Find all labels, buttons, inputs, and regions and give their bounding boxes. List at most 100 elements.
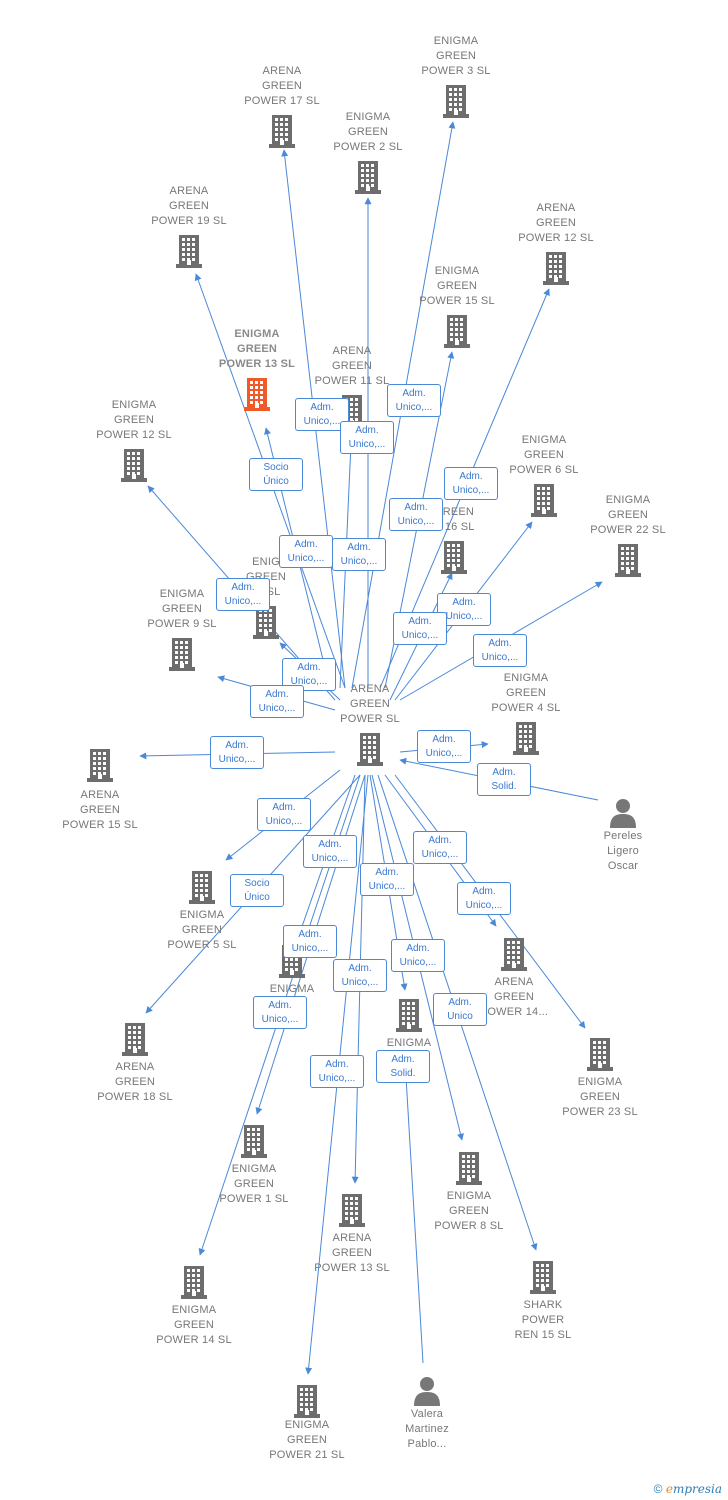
edge-role-label[interactable]: Adm. Unico,... — [257, 798, 311, 831]
node-center[interactable]: ARENA GREEN POWER SL — [305, 682, 435, 766]
node-valera[interactable]: Valera Martinez Pablo... — [362, 1376, 492, 1452]
node-agp12[interactable]: ARENA GREEN POWER 12 SL — [491, 201, 621, 285]
building-icon — [501, 938, 527, 971]
building-icon — [181, 1266, 207, 1299]
edge-role-label[interactable]: Adm. Unico,... — [253, 996, 307, 1029]
node-egp23[interactable]: ENIGMA GREEN POWER 23 SL — [535, 1037, 665, 1120]
edge-role-label[interactable]: Adm. Unico,... — [333, 959, 387, 992]
node-egp6[interactable]: ENIGMA GREEN POWER 6 SL — [479, 433, 609, 517]
node-egp4[interactable]: ENIGMA GREEN POWER 4 SL — [461, 671, 591, 755]
edge-role-label[interactable]: Adm. Unico,... — [210, 736, 264, 769]
node-egp9[interactable]: ENIGMA GREEN POWER 9 SL — [117, 587, 247, 671]
node-spr15[interactable]: SHARK POWER REN 15 SL — [478, 1260, 608, 1343]
edge-role-label[interactable]: Adm. Unico,... — [279, 535, 333, 568]
empresia-logo[interactable]: © empresia — [654, 1482, 722, 1496]
building-icon — [531, 484, 557, 517]
edge-role-label[interactable]: Adm. Unico,... — [250, 685, 304, 718]
node-egp13[interactable]: ENIGMA GREEN POWER 13 SL — [192, 327, 322, 411]
node-agp14[interactable]: ARENA GREEN POWER 14... — [449, 937, 579, 1020]
node-label: ENIGMA GREEN POWER 1 SL — [219, 1163, 289, 1205]
node-pereles[interactable]: Pereles Ligero Oscar — [558, 798, 688, 874]
node-agp18[interactable]: ARENA GREEN POWER 18 SL — [70, 1022, 200, 1105]
building-icon — [294, 1385, 320, 1418]
node-label: Valera Martinez Pablo... — [405, 1408, 449, 1450]
edge-role-label[interactable]: Adm. Unico,... — [295, 398, 349, 431]
edge-role-label[interactable]: Adm. Unico,... — [393, 612, 447, 645]
building-icon — [443, 85, 469, 118]
building-icon — [176, 235, 202, 268]
building-icon — [121, 449, 147, 482]
node-egp22[interactable]: ENIGMA GREEN POWER 22 SL — [563, 493, 693, 577]
node-egp15[interactable]: ENIGMA GREEN POWER 15 SL — [392, 264, 522, 348]
person-icon — [414, 1377, 440, 1406]
node-label: ENIGMA GREEN POWER 13 SL — [218, 328, 296, 370]
node-agp19[interactable]: ARENA GREEN POWER 19 SL — [124, 184, 254, 268]
edge-role-label[interactable]: Adm. Solid. — [376, 1050, 430, 1083]
node-egp21[interactable]: ENIGMA GREEN POWER 21 SL — [242, 1384, 372, 1463]
brand-name: mpresia — [672, 1482, 722, 1496]
edge-role-label[interactable]: Adm. Unico,... — [303, 835, 357, 868]
edge-role-label[interactable]: Socio Único — [249, 458, 303, 491]
building-icon — [241, 1125, 267, 1158]
edge-role-label[interactable]: Socio Único — [230, 874, 284, 907]
building-icon — [615, 544, 641, 577]
edge-role-label[interactable]: Adm. Unico,... — [444, 467, 498, 500]
node-egp1[interactable]: ENIGMA GREEN POWER 1 SL — [189, 1124, 319, 1207]
node-label: SHARK POWER REN 15 SL — [514, 1299, 572, 1341]
edge-role-label[interactable]: Adm. Unico,... — [216, 578, 270, 611]
node-label: ENIGMA GREEN POWER 2 SL — [333, 111, 403, 153]
building-icon — [530, 1261, 556, 1294]
edge-role-label[interactable]: Adm. Unico,... — [473, 634, 527, 667]
edge-role-label[interactable]: Adm. Unico,... — [413, 831, 467, 864]
node-label: ENIGMA GREEN POWER 15 SL — [419, 265, 495, 307]
edge-role-label[interactable]: Adm. Unico,... — [360, 863, 414, 896]
edge-role-label[interactable]: Adm. Unico,... — [283, 925, 337, 958]
building-icon — [189, 871, 215, 904]
building-icon — [396, 999, 422, 1032]
node-label: ARENA GREEN POWER SL — [340, 683, 400, 725]
brand-initial: e — [665, 1482, 673, 1496]
building-icon — [543, 252, 569, 285]
node-label: ARENA GREEN POWER 18 SL — [97, 1061, 173, 1103]
building-icon — [456, 1152, 482, 1185]
node-label: ENIGMA GREEN POWER 22 SL — [590, 494, 666, 536]
building-icon — [122, 1023, 148, 1056]
edge-role-label[interactable]: Adm. Unico — [433, 993, 487, 1026]
edge-role-label[interactable]: Adm. Unico,... — [332, 538, 386, 571]
node-label: ENIGMA GREEN POWER 12 SL — [96, 399, 172, 441]
node-agp15[interactable]: ARENA GREEN POWER 15 SL — [35, 748, 165, 833]
building-icon — [355, 161, 381, 194]
person-icon — [610, 799, 636, 828]
edge-role-label[interactable]: Adm. Unico,... — [391, 939, 445, 972]
node-label: ENIGMA GREEN POWER 14 SL — [156, 1304, 232, 1346]
building-icon — [87, 749, 113, 782]
node-egp14[interactable]: ENIGMA GREEN POWER 14 SL — [129, 1265, 259, 1348]
node-label: ARENA GREEN POWER 17 SL — [244, 65, 320, 107]
edge-role-label[interactable]: Adm. Solid. — [477, 763, 531, 796]
edge-role-label[interactable]: Adm. Unico,... — [389, 498, 443, 531]
node-label: ENIGMA GREEN POWER 6 SL — [509, 434, 579, 476]
node-label: ARENA GREEN POWER 12 SL — [518, 202, 594, 244]
edge-role-label[interactable]: Adm. Unico,... — [457, 882, 511, 915]
edge-role-label[interactable]: Adm. Unico,... — [340, 421, 394, 454]
node-label: Pereles Ligero Oscar — [603, 830, 643, 872]
building-icon — [513, 722, 539, 755]
building-icon — [587, 1038, 613, 1071]
node-egp5[interactable]: ENIGMA GREEN POWER 5 SL — [137, 870, 267, 953]
building-icon — [339, 1194, 365, 1227]
building-icon — [253, 606, 279, 639]
node-egp3[interactable]: ENIGMA GREEN POWER 3 SL — [391, 34, 521, 118]
node-egp12[interactable]: ENIGMA GREEN POWER 12 SL — [69, 398, 199, 482]
edge-role-label[interactable]: Adm. Unico,... — [387, 384, 441, 417]
node-egp2[interactable]: ENIGMA GREEN POWER 2 SL — [303, 110, 433, 194]
edge-role-label[interactable]: Adm. Unico,... — [310, 1055, 364, 1088]
node-label: ARENA GREEN POWER 13 SL — [314, 1232, 390, 1274]
node-egp8[interactable]: ENIGMA GREEN POWER 8 SL — [404, 1151, 534, 1234]
edge-role-label[interactable]: Adm. Unico,... — [417, 730, 471, 763]
node-label: ENIGMA GREEN POWER 5 SL — [167, 909, 237, 951]
node-agp13[interactable]: ARENA GREEN POWER 13 SL — [287, 1193, 417, 1276]
node-label: ARENA GREEN POWER 19 SL — [151, 185, 227, 227]
copyright-symbol: © — [653, 1482, 663, 1496]
node-agp17[interactable]: ARENA GREEN POWER 17 SL — [217, 64, 347, 148]
